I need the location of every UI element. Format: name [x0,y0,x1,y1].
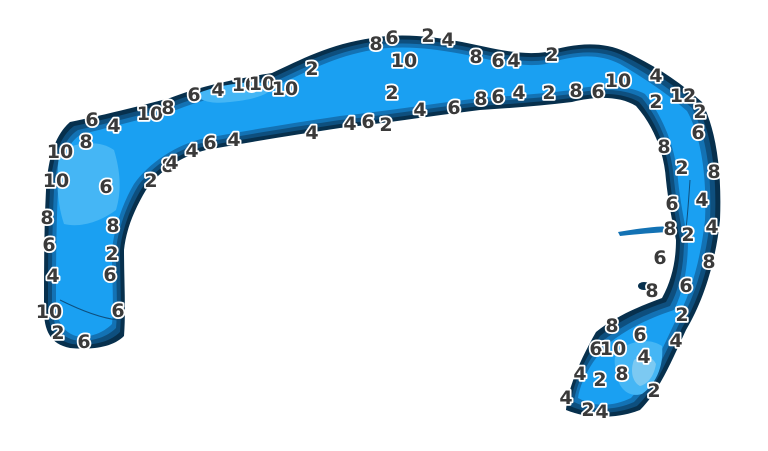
depth-label: 6 [447,97,460,119]
depth-label: 6 [203,132,216,154]
depth-label: 4 [595,401,608,423]
depth-label: 8 [663,218,676,240]
depth-label: 4 [441,29,454,51]
depth-label: 4 [705,216,718,238]
depth-label: 6 [691,122,704,144]
depth-label: 4 [559,387,572,409]
depth-label: 2 [51,322,64,344]
depth-label: 10 [249,73,275,95]
depth-label: 4 [185,140,198,162]
depth-label: 6 [85,109,98,131]
depth-label: 2 [675,157,688,179]
depth-label: 2 [144,170,157,192]
depth-label: 2 [305,58,318,80]
depth-label: 6 [111,300,124,322]
depth-label: 8 [569,80,582,102]
depth-label: 2 [693,101,706,123]
depth-label: 6 [361,111,374,133]
depth-label: 6 [491,50,504,72]
depth-label: 10 [600,338,626,360]
internal-contour-line [679,179,691,263]
depth-label: 10 [43,170,69,192]
depth-label: 6 [491,86,504,108]
depth-label: 4 [573,363,586,385]
depth-label: 8 [702,251,715,273]
depth-label: 2 [647,380,660,402]
depth-label: 4 [227,129,240,151]
depth-label: 8 [106,215,119,237]
depth-label: 6 [385,27,398,49]
depth-label: 8 [474,88,487,110]
depth-label: 6 [42,234,55,256]
depth-label: 10 [36,301,62,323]
depth-label: 8 [161,97,174,119]
depth-label: 4 [695,189,708,211]
depth-label: 10 [47,141,73,163]
depth-label: 8 [615,363,628,385]
depth-label: 10 [137,103,163,125]
depth-label: 4 [507,50,520,72]
depth-label: 4 [343,113,356,135]
depth-label: 4 [211,79,224,101]
depth-label: 10 [232,74,258,96]
inlet-channel [618,226,676,236]
depth-label: 6 [187,84,200,106]
depth-label: 6 [591,81,604,103]
depth-label: 2 [649,91,662,113]
deep-zone-center [196,82,276,103]
depth-label: 8 [657,136,670,158]
depth-label: 2 [581,399,594,421]
depth-label: 8 [605,315,618,337]
depth-label: 8 [161,155,174,177]
depth-label: 4 [413,99,426,121]
depth-label: 8 [469,46,482,68]
depth-label: 8 [40,207,53,229]
depth-label: 6 [679,275,692,297]
depth-label: 12 [670,85,696,107]
depth-label: 4 [512,82,525,104]
depth-label: 4 [46,265,59,287]
depth-label: 6 [665,193,678,215]
depth-label: 8 [645,280,658,302]
depth-label: 2 [545,44,558,66]
depth-label: 2 [681,224,694,246]
depth-label: 4 [649,65,662,87]
depth-label: 2 [105,243,118,265]
deepest-zone-southeast [632,356,656,386]
depth-label: 2 [421,25,434,47]
depth-label: 2 [593,369,606,391]
depth-label: 6 [103,264,116,286]
depth-label: 2 [379,114,392,136]
depth-label: 4 [669,330,682,352]
depth-label: 8 [79,131,92,153]
depth-label: 4 [637,346,650,368]
depth-label: 6 [77,331,90,353]
depth-label: 6 [589,338,602,360]
water-body [44,35,721,417]
depth-label: 10 [272,78,298,100]
depth-label: 8 [369,33,382,55]
depth-label: 4 [165,152,178,174]
deep-zone-west [57,143,120,226]
small-island-spot [638,282,650,290]
depth-label: 8 [707,161,720,183]
depth-label: 2 [385,82,398,104]
internal-contour-line [59,299,119,321]
depth-label: 10 [605,70,631,92]
depth-label: 4 [107,115,120,137]
depth-label: 2 [675,304,688,326]
depth-label: 6 [653,247,666,269]
depth-label: 6 [99,176,112,198]
depth-label: 10 [391,50,417,72]
depth-label: 4 [305,122,318,144]
depth-label: 6 [633,324,646,346]
depth-label: 2 [542,82,555,104]
